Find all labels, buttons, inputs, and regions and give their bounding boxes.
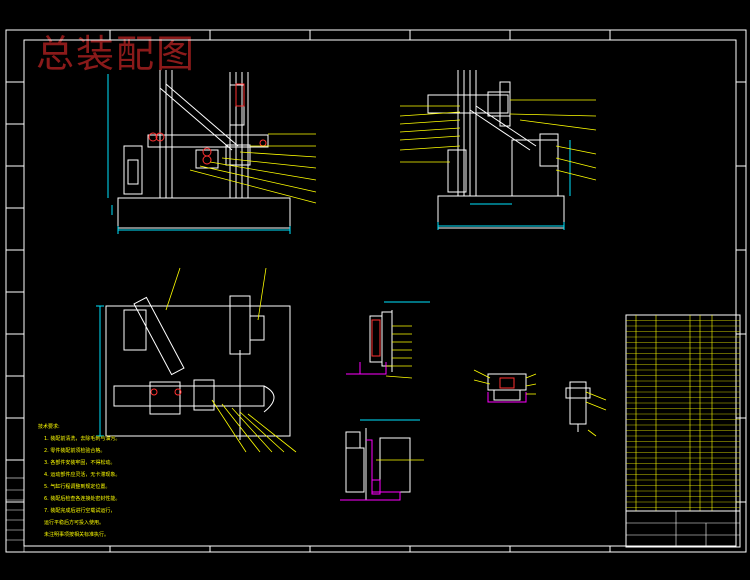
top-view xyxy=(96,267,297,453)
note-line: 3. 各部件安装牢固，不得松动。 xyxy=(44,459,115,466)
section-detail-a xyxy=(346,301,430,379)
note-line: 6. 装配后检查各连接处密封性能。 xyxy=(44,495,120,502)
filter-regulator-detail xyxy=(565,381,607,437)
section-detail-b xyxy=(340,419,424,501)
note-line: 5. 气缸行程调整到规定位置。 xyxy=(44,483,110,490)
front-view xyxy=(107,70,317,234)
note-line: 2. 零件装配前须检验合格。 xyxy=(44,447,105,454)
note-line: 7. 装配完成后进行空载试运行， xyxy=(44,507,115,514)
note-line: 未注明事项按相关标准执行。 xyxy=(44,531,109,538)
parts-list-table xyxy=(625,314,741,548)
technical-notes: 技术要求: 1. 装配前清洗，去除毛刺与油污。 2. 零件装配前须检验合格。 3… xyxy=(38,423,120,538)
left-title-strip xyxy=(5,477,25,553)
section-detail-c xyxy=(473,369,537,403)
side-view xyxy=(399,70,597,230)
drawing-title: 总装配图 xyxy=(36,32,197,76)
note-line: 1. 装配前清洗，去除毛刺与油污。 xyxy=(44,435,120,442)
note-line: 4. 运动部件应灵活，无卡滞现象。 xyxy=(44,471,120,478)
notes-heading: 技术要求: xyxy=(38,423,60,430)
drawing-frame xyxy=(5,29,747,553)
note-line: 运行平稳后方可投入使用。 xyxy=(44,519,104,526)
